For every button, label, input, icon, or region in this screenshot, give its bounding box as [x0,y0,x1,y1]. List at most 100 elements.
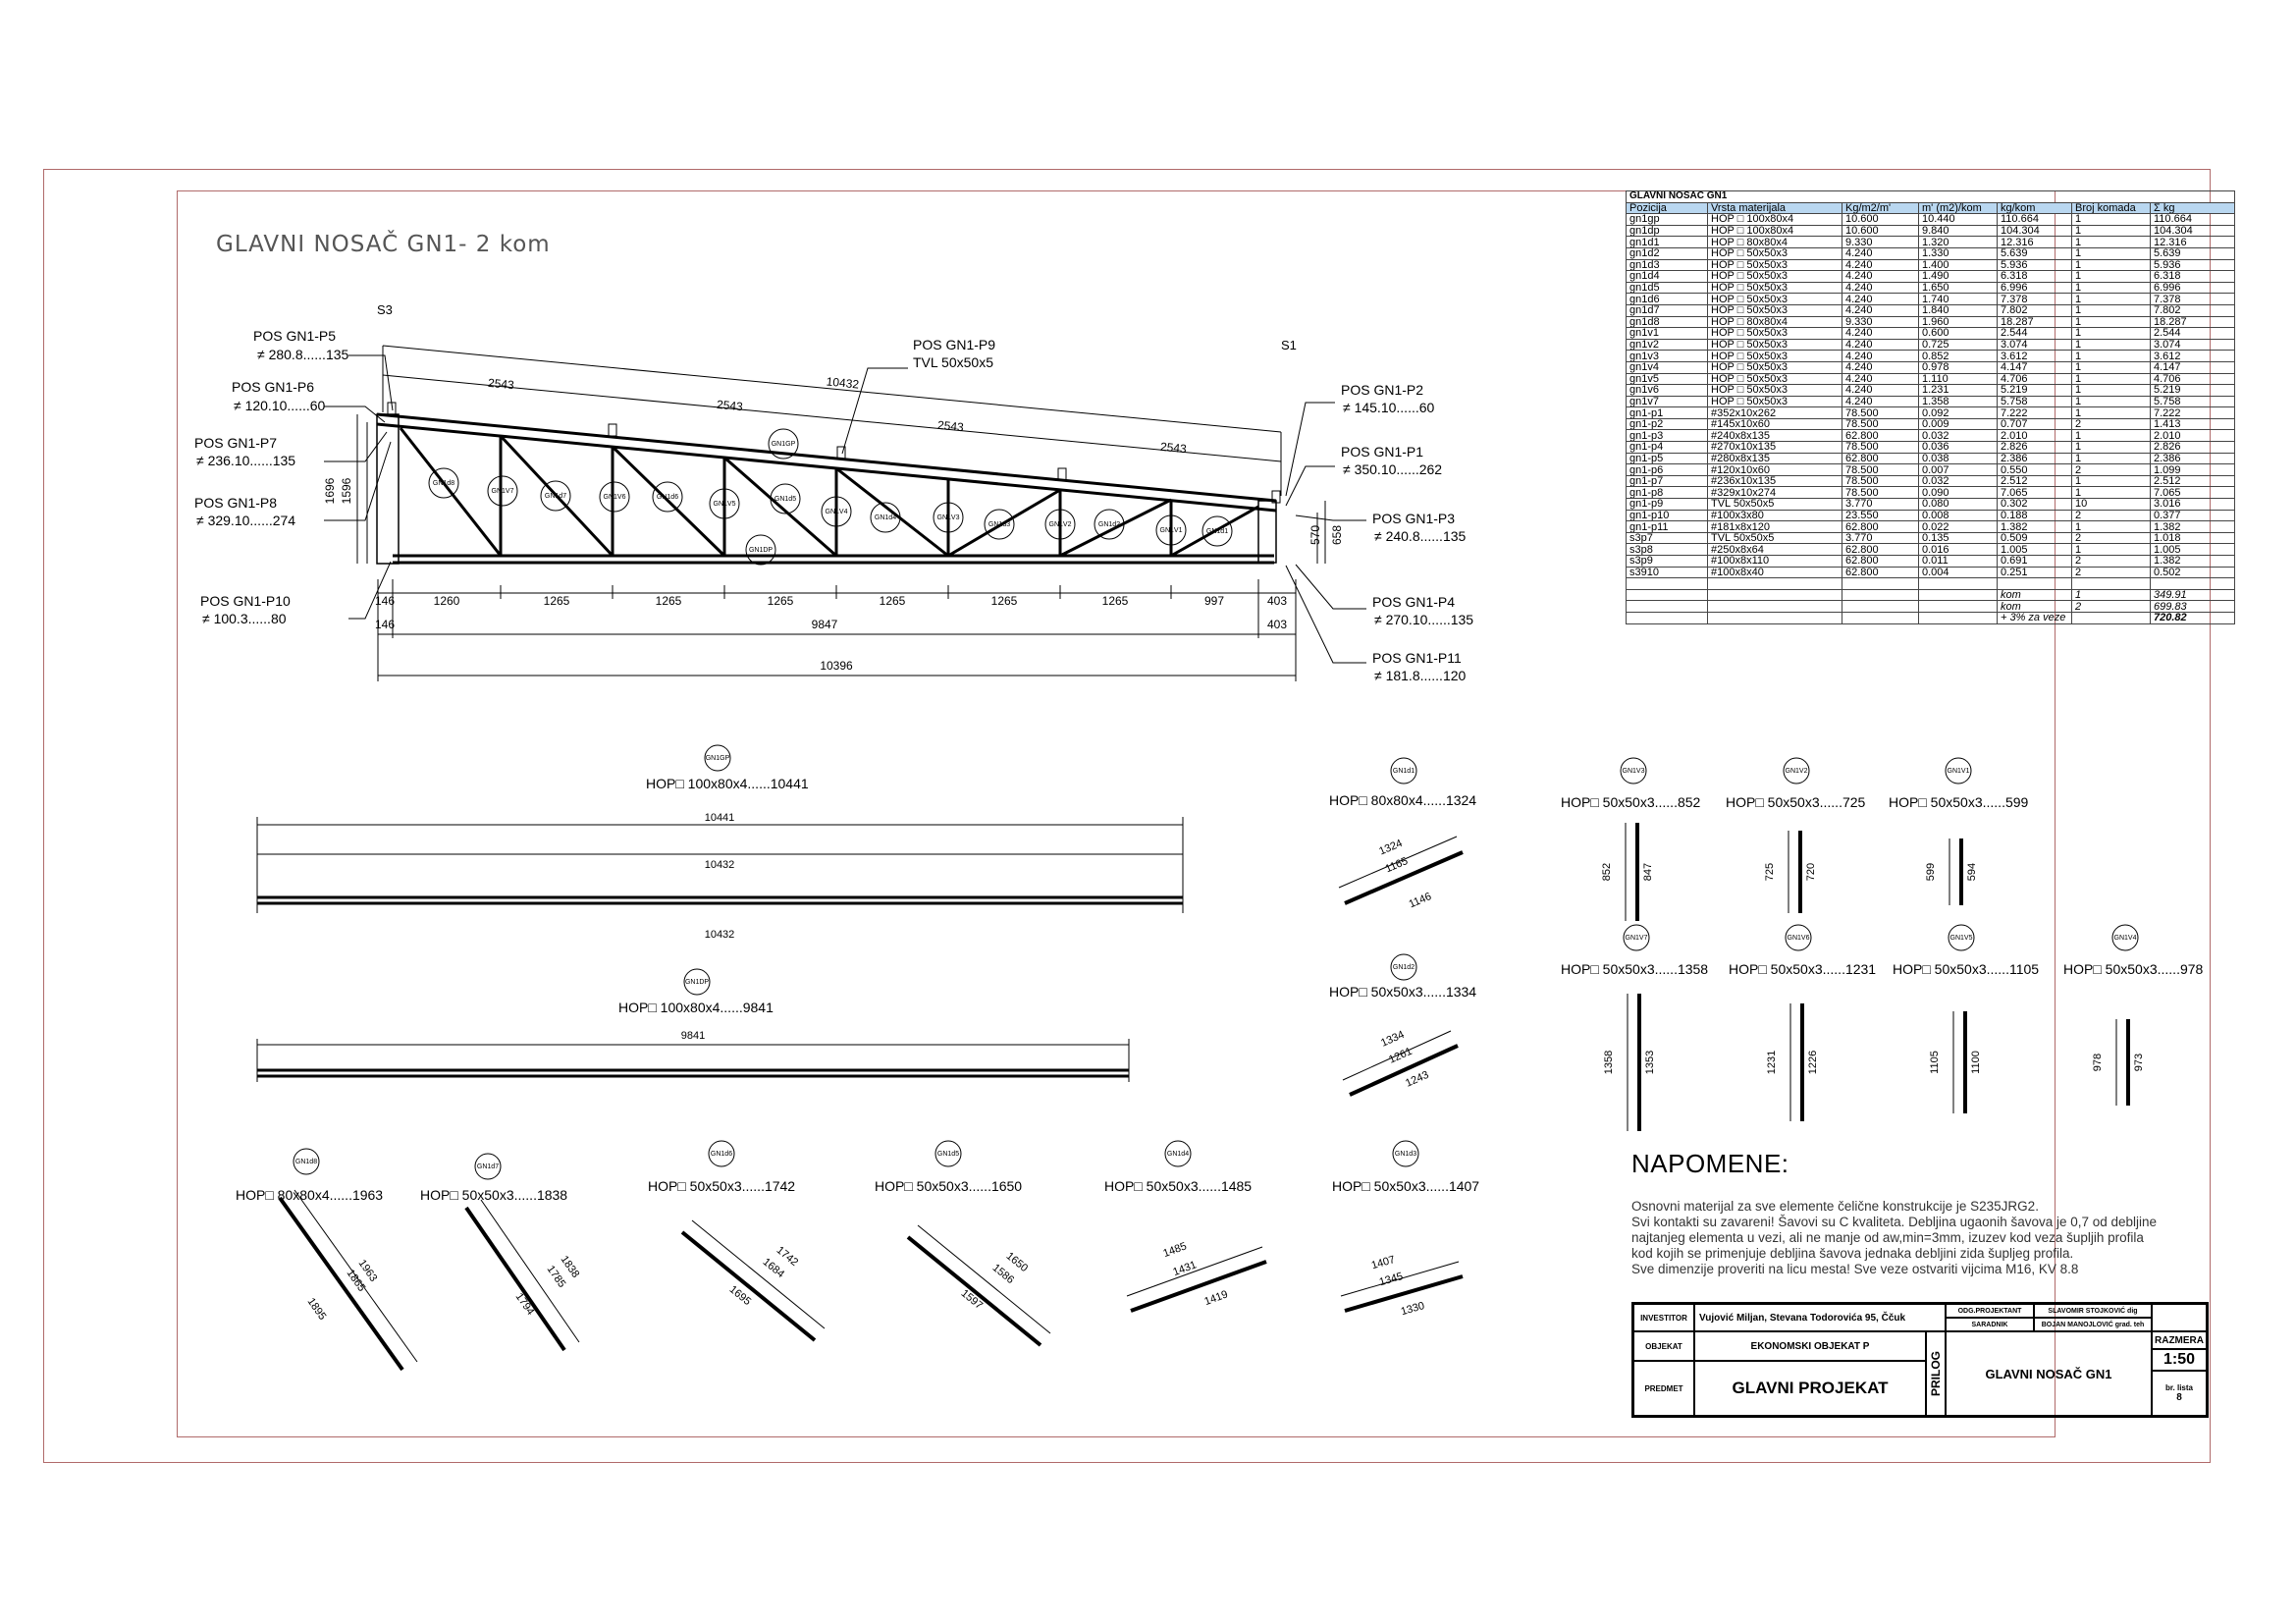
table-cell: 1 [2071,474,2151,488]
objekat-value: EKONOMSKI OBJEKAT P [1694,1331,1926,1361]
part-dim: 1231 [1766,1051,1778,1074]
summary-count: 2 [2071,600,2151,613]
bottom-dim: 1265 [991,594,1018,608]
table-cell: gn1v1 [1626,327,1708,340]
table-cell: gn1-p3 [1626,429,1708,443]
height-dim: 658 [1330,525,1344,545]
razmera-value: 1:50 [2152,1349,2207,1371]
bottom-dim: 1265 [880,594,906,608]
table-cell: 3.770 [1842,498,1919,511]
table-cell: 78.500 [1842,463,1919,476]
table-cell: 1 [2071,360,2151,374]
table-cell: 2 [2071,463,2151,476]
table-cell: gn1-p5 [1626,452,1708,465]
table-cell: 2 [2071,417,2151,431]
odg-label: ODG.PROJEKTANT [1946,1304,2034,1318]
part-dim: 852 [1601,863,1613,881]
table-cell: 0.008 [1918,509,1998,522]
table-cell: gn1d4 [1626,270,1708,283]
table-cell: gn1v6 [1626,384,1708,397]
table-cell: 7.222 [2149,406,2236,419]
table-cell: 4.240 [1842,293,1919,305]
column-header: kg/kom [1997,201,2072,215]
table-cell: 1 [2071,384,2151,397]
table-cell: 5.639 [1997,246,2072,260]
callout-dim: ≠ 236.10......135 [196,453,295,468]
table-cell: gn1d2 [1626,246,1708,260]
table-cell: 1 [2071,350,2151,362]
table-cell: 7.378 [1997,293,2072,305]
summary-count [2071,611,2151,624]
saradnik-label: SARADNIK [1946,1318,2034,1331]
table-cell: 9.330 [1842,315,1919,329]
table-cell: 0.725 [1918,338,1998,352]
part-tag: GN1V4 [2114,935,2137,942]
member-tag: GN1d7 [545,493,566,500]
table-cell: 4.240 [1842,258,1919,272]
table-cell: 5.639 [2149,246,2236,260]
table-cell: 1.382 [1997,520,2072,533]
inner-frame [177,190,2056,1437]
table-cell: 1.740 [1918,293,1998,305]
mid-dim: 9847 [812,618,838,631]
table-cell: HOP □ 50x50x3 [1707,281,1842,295]
callout-pos: POS GN1-P4 [1372,594,1455,610]
table-cell: 10.600 [1842,213,1919,226]
notes-title: NAPOMENE: [1631,1149,1789,1178]
table-cell: 1 [2071,406,2151,419]
table-cell: 9.330 [1842,236,1919,248]
table-cell: 4.147 [1997,360,2072,374]
height-dim: 570 [1308,525,1322,545]
table-cell: 1 [2071,429,2151,443]
table-cell: 23.550 [1842,509,1919,522]
table-cell: 62.800 [1842,543,1919,556]
table-cell: HOP □ 50x50x3 [1707,258,1842,272]
table-cell: 1 [2071,236,2151,248]
table-cell: 4.147 [2149,360,2236,374]
height-dim: 1696 [323,477,337,504]
summary-value: 349.91 [2149,588,2236,602]
part-label: HOP□ 50x50x3......852 [1561,794,1701,810]
table-cell: HOP □ 50x50x3 [1707,246,1842,260]
table-cell: 1.650 [1918,281,1998,295]
column-header: Pozicija [1626,201,1708,215]
table-cell: 2.512 [1997,474,2072,488]
table-cell: HOP □ 50x50x3 [1707,372,1842,386]
table-cell: 4.706 [2149,372,2236,386]
table-cell: 4.240 [1842,395,1919,408]
part-tag: GN1V3 [1623,768,1645,775]
callout-pos: POS GN1-P1 [1341,444,1423,460]
table-cell: #352x10x262 [1707,406,1842,419]
table-cell: 0.707 [1997,417,2072,431]
column-header: Kg/m2/m' [1842,201,1919,215]
table-cell: #270x10x135 [1707,441,1842,454]
table-cell: #100x8x40 [1707,566,1842,579]
table-cell: s3p8 [1626,543,1708,556]
callout-dim: ≠ 270.10......135 [1374,612,1473,627]
table-cell: HOP □ 50x50x3 [1707,327,1842,340]
sheet-number-value: 8 [2176,1392,2182,1403]
note-line: kod kojih se primenjuje debljina šavova … [1631,1246,2074,1261]
support-label-s1: S1 [1281,338,1297,352]
table-cell: 5.936 [1997,258,2072,272]
part-dim: 1358 [1603,1051,1615,1074]
razmera-label: RAZMERA [2152,1331,2207,1349]
part-tag: GN1d8 [295,1159,317,1165]
table-cell: 110.664 [1997,213,2072,226]
table-cell: 0.090 [1918,486,1998,500]
notes-section: NAPOMENE: Osnovni materijal za sve eleme… [1631,1149,2181,1277]
member-tag: GN1d1 [1206,528,1228,535]
table-cell: 0.600 [1918,327,1998,340]
bottom-dim: 1260 [434,594,460,608]
table-caption: GLAVNI NOSAČ GN1 [1625,190,2236,203]
member-tag: GN1V2 [1049,521,1072,528]
part-label: HOP□ 80x80x4......1324 [1329,792,1476,808]
table-cell: #236x10x135 [1707,474,1842,488]
